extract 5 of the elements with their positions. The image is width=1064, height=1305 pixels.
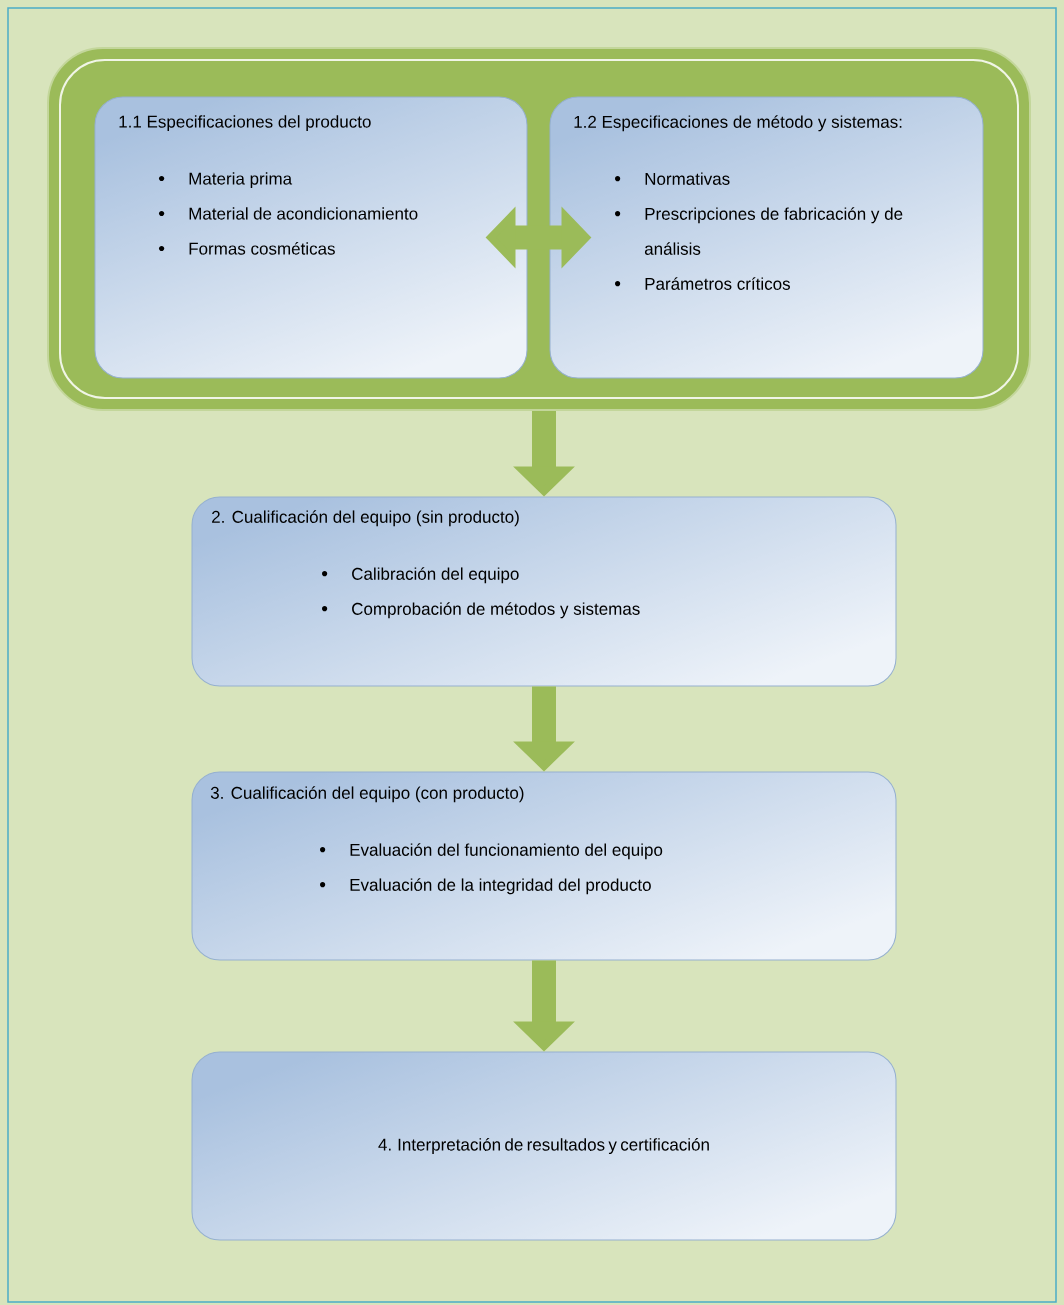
process-box: 4. Interpretación de resultados y certificación	[191, 1051, 897, 1241]
process-box: 1.2 Especificaciones de método y sistemas: Normativas Prescripciones de fabricación y de análisis Parámetros críticos	[549, 96, 984, 379]
process-box: 2. Cualificación del equipo (sin producto) Calibración del equipo Comprobación de métodos y sistemas	[191, 496, 897, 687]
process-box: 1.1 Especificaciones del producto Materia prima Material de acondicionamiento Formas cosméticas	[94, 96, 528, 379]
process-box: 3. Cualificación del equipo (con producto) Evaluación del funcionamiento del equipo Evaluación de la integridad del producto	[191, 771, 897, 961]
